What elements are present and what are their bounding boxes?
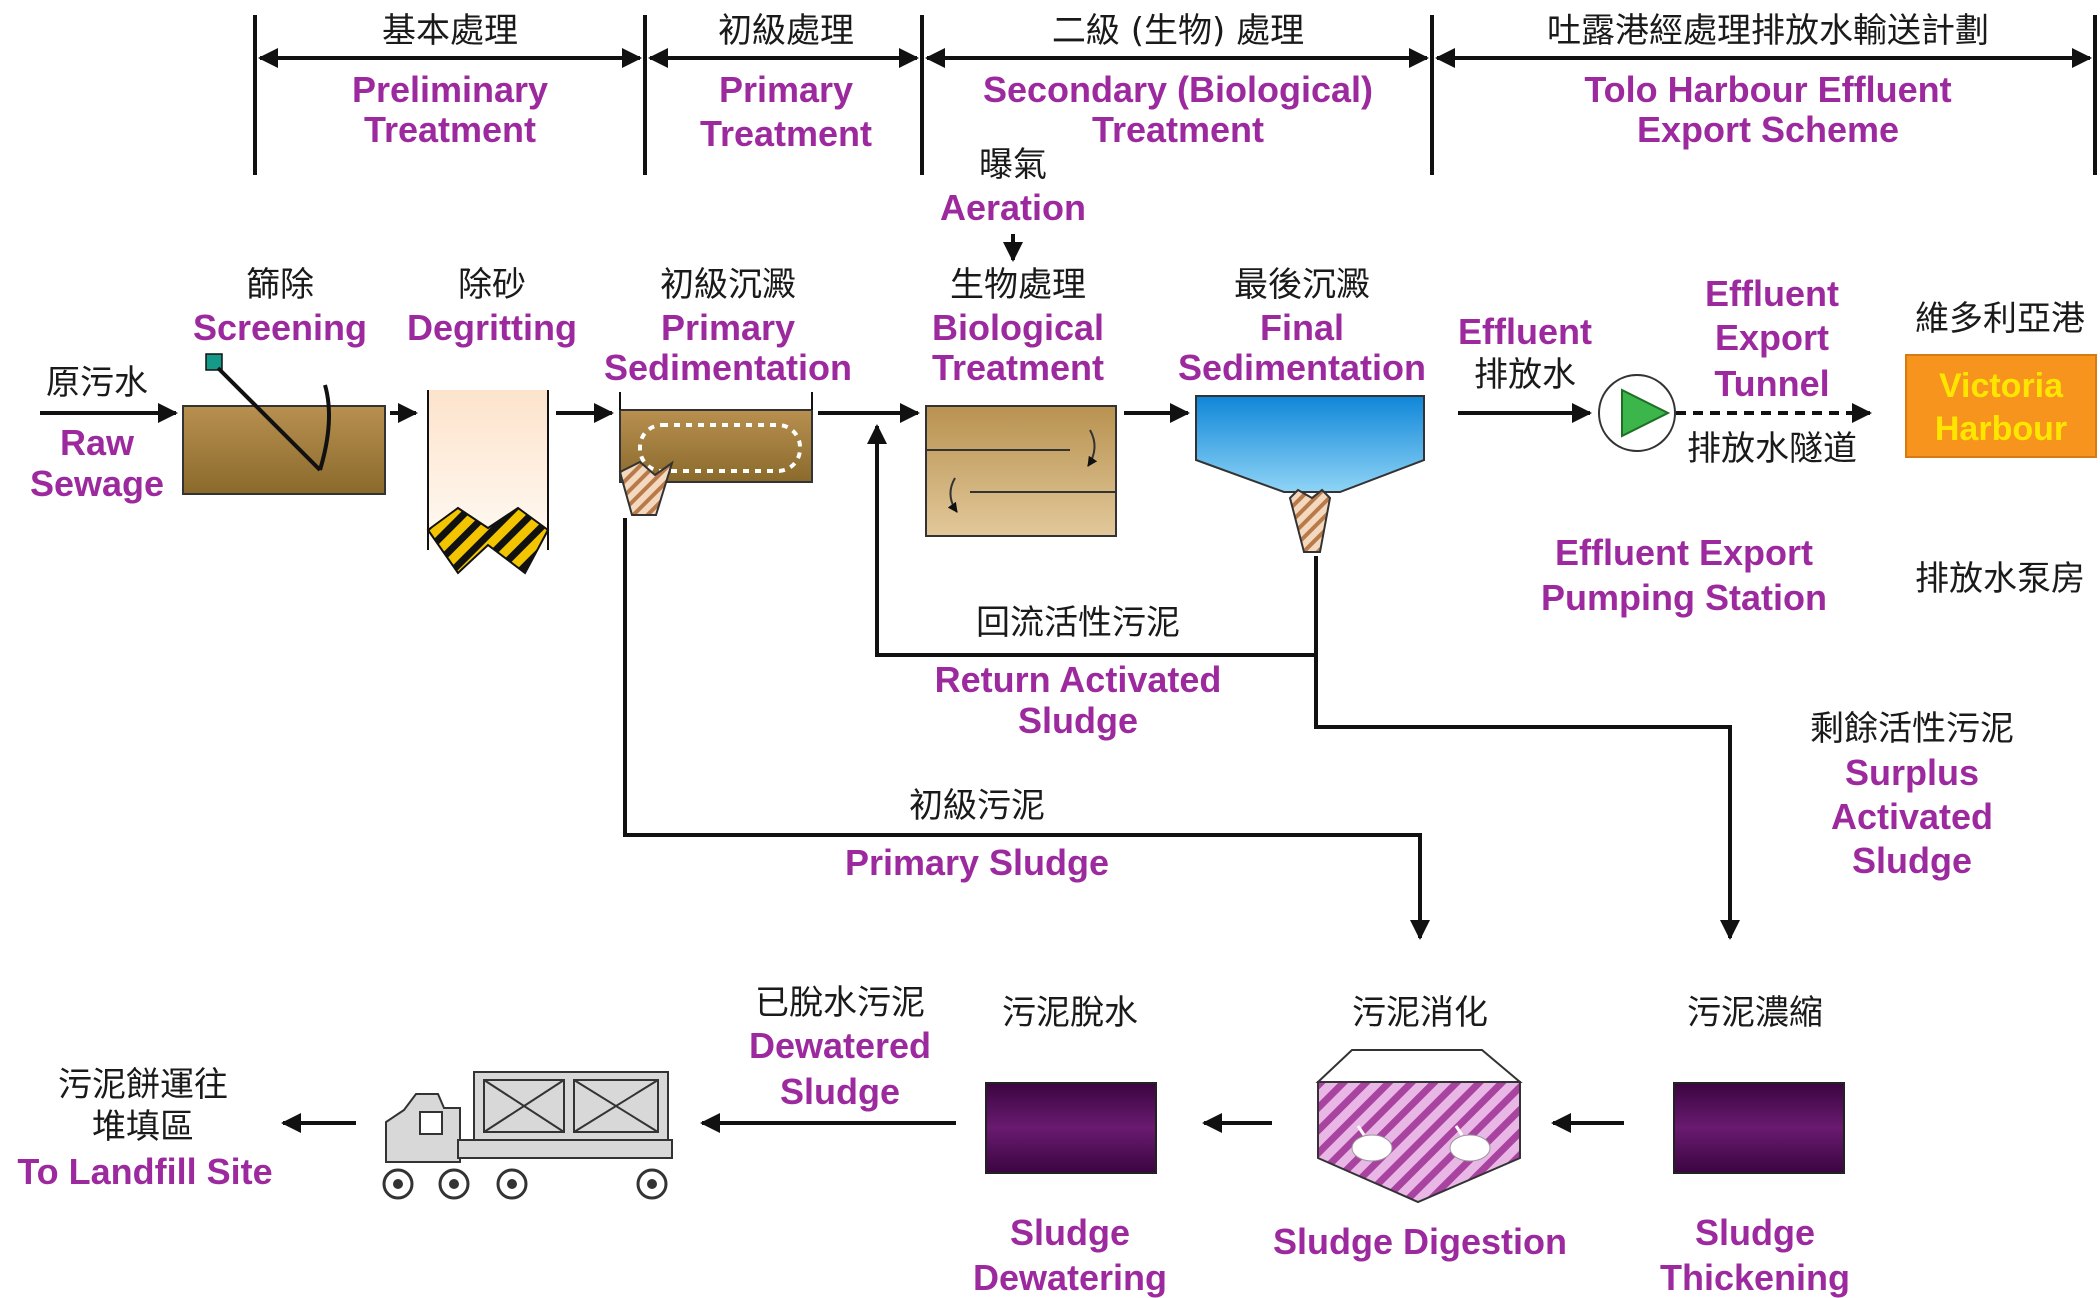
sludge-dewatering-label-en: Sludge	[1010, 1212, 1130, 1253]
pumping-station-label-zh: 排放水泵房	[1915, 559, 2085, 599]
screening-label-zh: 篩除	[246, 265, 314, 305]
return-sludge-label-en: Return Activated	[935, 659, 1222, 700]
final-sedimentation-label-en-2: Sedimentation	[1178, 347, 1426, 388]
return-sludge-label-zh: 回流活性污泥	[976, 603, 1180, 643]
phase-export-en-2: Export Scheme	[1637, 109, 1899, 150]
primary-sedimentation-label-en-2: Sedimentation	[604, 347, 852, 388]
sludge-digestion-label-en: Sludge Digestion	[1273, 1221, 1567, 1262]
primary-sedimentation-label-zh: 初級沉澱	[660, 265, 796, 305]
primary-sludge-line	[623, 518, 1430, 940]
phase-preliminary-en-2: Treatment	[364, 109, 536, 150]
raw-sewage-label-en-2: Sewage	[30, 463, 164, 504]
pump-icon	[1598, 374, 1676, 452]
pumping-station-label-en-2: Pumping Station	[1541, 577, 1827, 618]
degritting-label-en: Degritting	[407, 307, 577, 348]
biological-treatment-label-zh: 生物處理	[950, 265, 1086, 305]
raw-sewage-label-zh: 原污水	[46, 363, 148, 403]
export-tunnel-label-zh: 排放水隧道	[1687, 429, 1857, 469]
sludge-thickening-label-en-2: Thickening	[1660, 1257, 1850, 1298]
landfill-label-zh-2: 堆填區	[92, 1107, 194, 1147]
scraper-loop	[638, 423, 802, 473]
grit-hopper	[426, 506, 550, 575]
sludge-dewatering-label-zh: 污泥脫水	[1002, 993, 1138, 1033]
phase-preliminary-en: Preliminary	[352, 69, 548, 110]
export-tunnel-label-en-2: Export	[1715, 317, 1829, 358]
phase-secondary-zh: 二級 (生物) 處理	[1052, 11, 1304, 51]
export-tunnel-label-en: Effluent	[1705, 273, 1839, 314]
final-sedimentation-tank	[1195, 395, 1425, 553]
surplus-sludge-label-zh: 剩餘活性污泥	[1810, 709, 2014, 749]
screen-motor-icon	[205, 353, 223, 371]
truck-icon	[382, 1071, 673, 1200]
biological-treatment-label-en: Biological	[932, 307, 1104, 348]
gas-bubble-icon	[1351, 1134, 1393, 1162]
degritting-label-zh: 除砂	[458, 265, 526, 305]
aeration-label-zh: 曝氣	[979, 145, 1047, 185]
landfill-label-zh: 污泥餅運往	[58, 1065, 228, 1105]
phase-primary-en-2: Treatment	[700, 113, 872, 154]
phase-export-en: Tolo Harbour Effluent	[1584, 69, 1951, 110]
sludge-dewatering-label-en-2: Dewatering	[973, 1257, 1167, 1298]
effluent-label-zh: 排放水	[1474, 355, 1576, 395]
phase-primary-en: Primary	[719, 69, 853, 110]
final-sedimentation-label-zh: 最後沉澱	[1234, 265, 1370, 305]
sludge-digestion-label-zh: 污泥消化	[1352, 993, 1488, 1033]
screening-tank	[182, 353, 386, 495]
sludge-digester	[1315, 1049, 1523, 1204]
dewatered-sludge-label-en-2: Sludge	[780, 1071, 900, 1112]
phase-export-zh: 吐露港經處理排放水輸送計劃	[1547, 11, 1989, 51]
surplus-sludge-label-en: Surplus	[1845, 752, 1979, 793]
effluent-label-en: Effluent	[1458, 311, 1592, 352]
dewatered-sludge-label-en: Dewatered	[749, 1025, 931, 1066]
return-sludge-line	[867, 424, 1318, 657]
final-sedimentation-label-en: Final	[1260, 307, 1344, 348]
pumping-station-label-en: Effluent Export	[1555, 532, 1813, 573]
primary-sludge-label-zh: 初級污泥	[909, 786, 1045, 826]
final-sludge-hopper	[1288, 488, 1332, 553]
export-tunnel-label-en-3: Tunnel	[1714, 363, 1829, 404]
sludge-thickening-label-zh: 污泥濃縮	[1687, 993, 1823, 1033]
phase-secondary-en: Secondary (Biological)	[983, 69, 1373, 110]
phase-primary-zh: 初級處理	[718, 11, 854, 51]
biological-treatment-tank	[925, 405, 1117, 537]
victoria-harbour-box: Victoria Harbour	[1905, 354, 2097, 458]
sludge-dewatering-unit	[985, 1082, 1157, 1174]
aeration-label-en: Aeration	[940, 187, 1086, 228]
primary-sedimentation-tank	[618, 392, 813, 516]
primary-sedimentation-label-en: Primary	[661, 307, 795, 348]
sludge-thickening-label-en: Sludge	[1695, 1212, 1815, 1253]
gas-bubble-icon	[1449, 1134, 1491, 1162]
phase-secondary-en-2: Treatment	[1092, 109, 1264, 150]
degritting-tank	[426, 390, 550, 575]
surplus-sludge-label-en-3: Sludge	[1852, 840, 1972, 881]
dewatered-sludge-label-zh: 已脫水污泥	[755, 983, 925, 1023]
return-sludge-label-en-2: Sludge	[1018, 700, 1138, 741]
biological-treatment-label-en-2: Treatment	[932, 347, 1104, 388]
landfill-label-en: To Landfill Site	[17, 1151, 272, 1192]
phase-preliminary-zh: 基本處理	[382, 11, 518, 51]
victoria-harbour-label-zh: 維多利亞港	[1915, 299, 2085, 339]
screening-label-en: Screening	[193, 307, 367, 348]
phase-header: 基本處理 Preliminary Treatment 初級處理 Primary …	[253, 11, 2097, 175]
surplus-sludge-line	[1314, 655, 1740, 940]
raw-sewage-label-en: Raw	[60, 422, 135, 463]
sludge-thickening-unit	[1673, 1082, 1845, 1174]
victoria-harbour-label-en-2: Harbour	[1935, 410, 2067, 448]
primary-sludge-hopper	[618, 460, 674, 516]
surplus-sludge-label-en-2: Activated	[1831, 796, 1993, 837]
primary-sludge-label-en: Primary Sludge	[845, 842, 1109, 883]
victoria-harbour-label-en: Victoria	[1939, 367, 2064, 405]
